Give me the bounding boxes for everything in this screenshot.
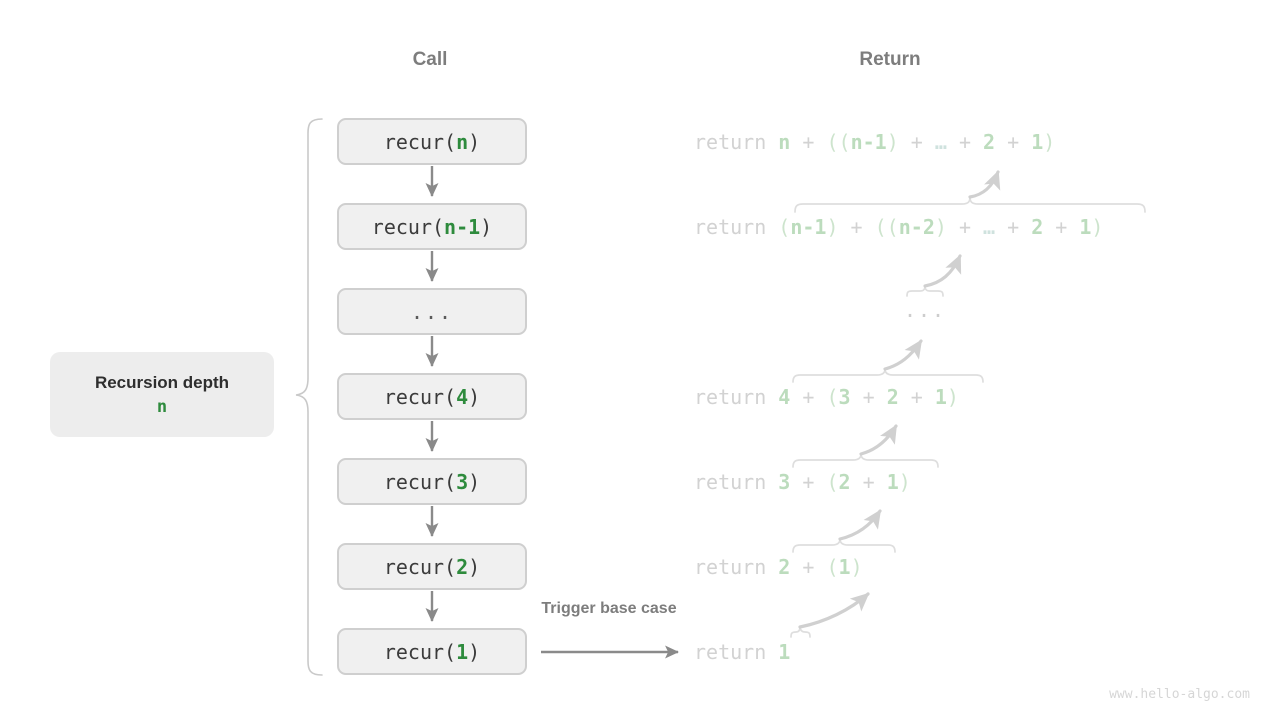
return-brace-6 bbox=[792, 538, 896, 553]
call-box-label: recur(3) bbox=[383, 469, 481, 494]
call-box-ellipsis[interactable]: ... bbox=[337, 288, 527, 335]
return-line-ellipsis: ... bbox=[903, 298, 947, 322]
trigger-base-case-label: Trigger base case bbox=[541, 600, 677, 617]
return-brace-7 bbox=[790, 626, 811, 638]
return-arrow-2 bbox=[968, 170, 1001, 199]
return-arrow-6 bbox=[838, 509, 882, 541]
recursion-depth-value: n bbox=[156, 396, 168, 417]
recursion-depth-title: Recursion depth bbox=[94, 372, 230, 392]
call-box-recur-n-minus-1[interactable]: recur(n-1) bbox=[337, 203, 527, 250]
return-line-7: return 1 bbox=[694, 640, 791, 664]
return-line-5: return 3 + (2 + 1) bbox=[694, 470, 911, 494]
return-brace-3 bbox=[906, 285, 944, 297]
return-arrow-5 bbox=[859, 424, 898, 456]
call-box-recur-n[interactable]: recur(n) bbox=[337, 118, 527, 165]
return-brace-4 bbox=[792, 368, 984, 383]
column-header-call: Call bbox=[412, 49, 448, 70]
return-line-6: return 2 + (1) bbox=[694, 555, 863, 579]
return-brace-5 bbox=[792, 453, 939, 468]
column-header-return: Return bbox=[859, 49, 921, 70]
return-arrow-4 bbox=[883, 339, 923, 371]
call-box-recur-4[interactable]: recur(4) bbox=[337, 373, 527, 420]
return-brace-2 bbox=[794, 196, 1146, 213]
return-line-1: return n + ((n-1) + … + 2 + 1) bbox=[694, 130, 1056, 154]
call-box-label: recur(n-1) bbox=[371, 214, 493, 239]
return-line-4: return 4 + (3 + 2 + 1) bbox=[694, 385, 959, 409]
call-box-label: ... bbox=[410, 299, 454, 324]
call-box-label: recur(n) bbox=[383, 129, 481, 154]
call-box-label: recur(4) bbox=[383, 384, 481, 409]
watermark: www.hello-algo.com bbox=[1109, 687, 1250, 702]
recursion-depth-brace bbox=[295, 118, 323, 676]
return-arrow-7 bbox=[798, 592, 870, 629]
call-box-recur-3[interactable]: recur(3) bbox=[337, 458, 527, 505]
return-arrow-3 bbox=[923, 254, 962, 288]
call-box-recur-1[interactable]: recur(1) bbox=[337, 628, 527, 675]
call-box-label: recur(1) bbox=[383, 639, 481, 664]
recursion-depth-panel: Recursion depth n bbox=[50, 352, 274, 437]
call-box-recur-2[interactable]: recur(2) bbox=[337, 543, 527, 590]
call-box-label: recur(2) bbox=[383, 554, 481, 579]
return-line-2: return (n-1) + ((n-2) + … + 2 + 1) bbox=[694, 215, 1104, 239]
